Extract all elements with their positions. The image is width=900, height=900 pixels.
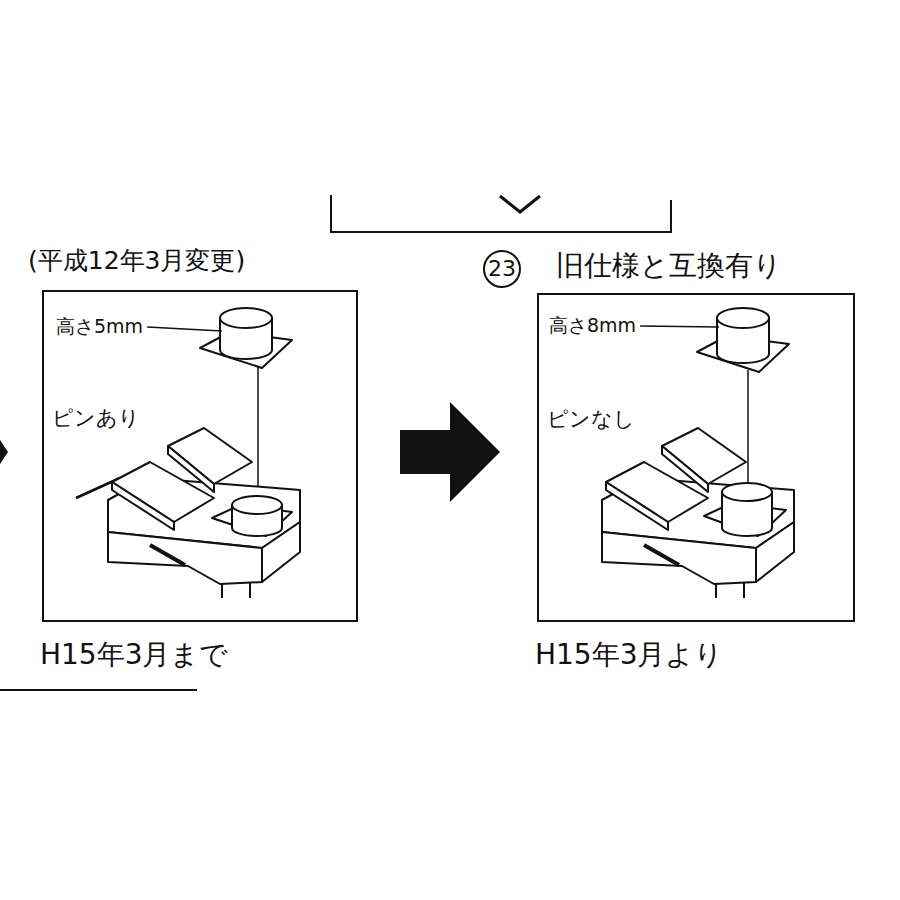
leader-line bbox=[640, 326, 719, 327]
part-box: 高さ8mm ピンなし bbox=[537, 293, 855, 622]
height-label: 高さ5mm bbox=[56, 314, 143, 340]
height-label: 高さ8mm bbox=[549, 313, 636, 339]
callout-number: 23 bbox=[483, 250, 521, 288]
leader-line bbox=[147, 327, 222, 331]
pin-label: ピンなし bbox=[547, 405, 635, 433]
part-box: 高さ5mm ピンあり bbox=[42, 290, 358, 622]
transition-arrow bbox=[400, 402, 500, 502]
partial-frame bbox=[331, 195, 671, 232]
change-note: (平成12年3月変更) bbox=[28, 244, 245, 277]
rule bbox=[0, 689, 197, 691]
clip-part-old bbox=[76, 308, 300, 598]
clip-part-new bbox=[602, 308, 794, 598]
pin-label: ピンあり bbox=[52, 404, 140, 432]
period-caption: H15年3月より bbox=[535, 636, 724, 674]
period-caption: H15年3月まで bbox=[40, 636, 229, 674]
partial-arrowhead bbox=[0, 440, 8, 464]
compat-note: 旧仕様と互換有り bbox=[556, 247, 782, 285]
